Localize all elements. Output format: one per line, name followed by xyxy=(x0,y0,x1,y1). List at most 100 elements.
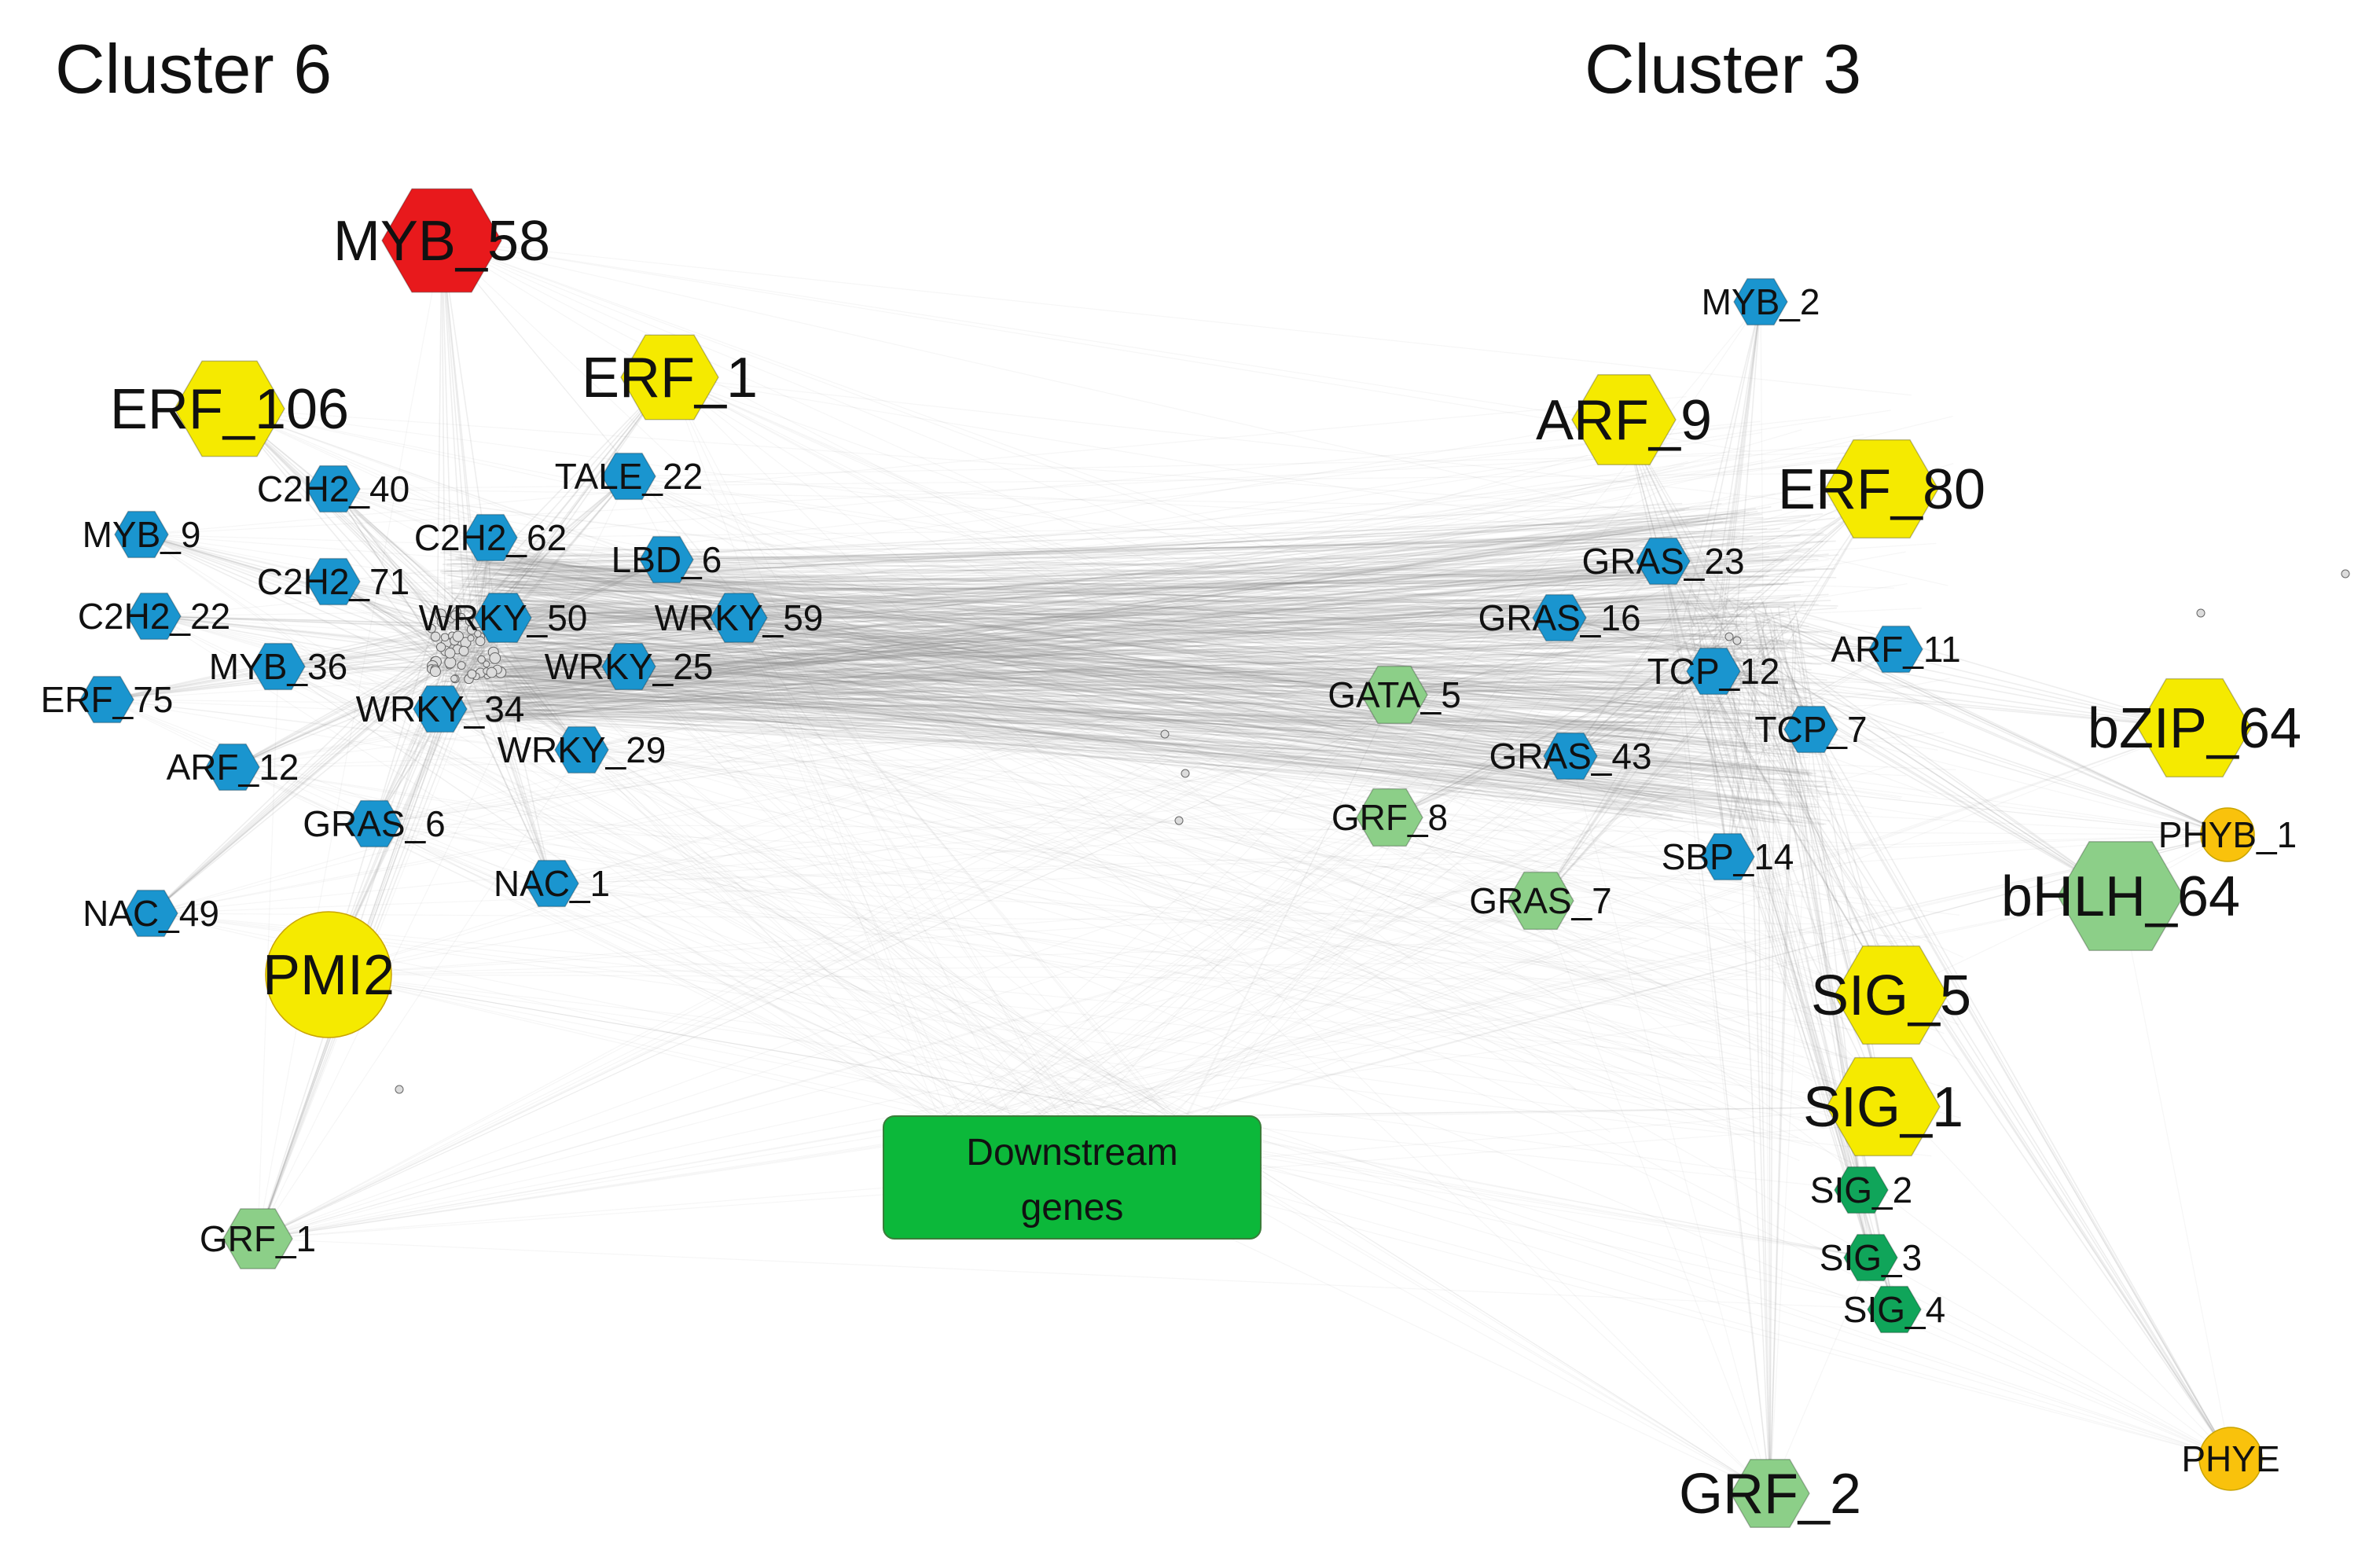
cross-edge xyxy=(106,605,1658,700)
cluster-6-edge xyxy=(153,615,457,625)
cluster-3-edge xyxy=(1540,643,1779,902)
cross-edge xyxy=(581,468,1893,751)
inter-cluster-edge xyxy=(461,568,1833,581)
cross-edge xyxy=(738,542,1937,619)
inter-cluster-edge xyxy=(474,658,1640,692)
downstream-edge xyxy=(1074,856,1728,1120)
inter-cluster-edge xyxy=(511,692,1775,806)
cluster-6-edge xyxy=(232,647,446,768)
downstream-edge xyxy=(1164,834,2228,1120)
downstream-edge xyxy=(581,749,935,1120)
cross-edge xyxy=(628,666,1800,1162)
inter-cluster-edge xyxy=(461,632,1835,718)
cross-edge xyxy=(628,476,1702,533)
cross-edge xyxy=(738,536,1576,619)
cross-edge xyxy=(628,476,1813,664)
node-shape xyxy=(1532,593,1587,642)
cross-edge xyxy=(666,559,1852,1032)
outlier-edge xyxy=(257,488,1882,1240)
inter-cluster-edge xyxy=(452,656,1817,742)
outlier-edge xyxy=(373,823,2228,836)
inter-cluster-edge xyxy=(478,608,1822,752)
downstream-edge xyxy=(551,883,1133,1120)
downstream-edge xyxy=(971,817,1390,1120)
node-label: GRF_1 xyxy=(200,1218,316,1259)
outlier-edge xyxy=(257,617,1560,1240)
downstream-edge xyxy=(1050,670,1714,1120)
node-shape xyxy=(265,911,392,1038)
inter-cluster-edge xyxy=(445,559,1783,690)
downstream-edge xyxy=(669,376,1013,1120)
cluster-3-edge xyxy=(1679,672,1771,1494)
inter-cluster-edge xyxy=(462,549,1678,808)
inter-cluster-edge xyxy=(468,520,1706,708)
node-myb9: MYB_9 xyxy=(83,510,200,559)
downstream-edge xyxy=(738,617,940,1120)
minor-node xyxy=(1174,816,1184,825)
cluster-6-edge xyxy=(332,488,483,625)
cluster-6-edge xyxy=(373,649,439,825)
minor-node xyxy=(1724,632,1734,641)
cluster-3-edge xyxy=(1753,656,1771,1494)
downstream-edge xyxy=(1148,1118,1871,1258)
minor-node xyxy=(457,661,466,670)
inter-cluster-edge xyxy=(493,695,1766,730)
inter-cluster-edge xyxy=(442,669,1811,809)
cross-edge xyxy=(738,617,1942,1097)
cross-edge xyxy=(332,581,1754,601)
cluster-6-edge xyxy=(441,240,479,623)
inter-cluster-edge xyxy=(470,645,1679,719)
inter-cluster-edge xyxy=(516,556,1677,725)
inter-cluster-edge xyxy=(463,670,1688,758)
cluster-6-edge xyxy=(497,648,553,884)
inter-cluster-edge xyxy=(478,682,1673,817)
inter-cluster-edge xyxy=(477,601,1696,630)
inter-cluster-edge xyxy=(455,643,1658,659)
inter-cluster-edge xyxy=(445,618,1682,641)
minor-node xyxy=(467,634,475,642)
inter-cluster-edge xyxy=(442,659,1820,809)
node-nac49: NAC_49 xyxy=(83,889,219,938)
inter-cluster-edge xyxy=(488,630,1832,672)
cross-edge xyxy=(332,488,1905,1097)
cross-edge xyxy=(232,766,1813,1147)
cluster-6-edge xyxy=(446,653,553,884)
inter-cluster-edge xyxy=(472,566,1827,681)
cluster-3-edge xyxy=(1685,647,1892,996)
inter-cluster-edge xyxy=(518,598,1643,718)
inter-cluster-edge xyxy=(505,665,1714,749)
downstream-edge xyxy=(1170,560,1664,1120)
cluster-3-edge xyxy=(1694,613,1862,1191)
inter-cluster-edge xyxy=(464,540,1824,703)
downstream-edge xyxy=(1141,1118,1871,1258)
inter-cluster-edge xyxy=(440,567,1680,619)
downstream-edge xyxy=(1082,727,2195,1120)
node-shape xyxy=(1507,871,1574,931)
cross-edge xyxy=(373,823,1653,976)
downstream-edge xyxy=(1124,729,1812,1120)
minor-node xyxy=(467,669,477,679)
cross-edge xyxy=(628,658,1706,667)
downstream-edge xyxy=(1170,1106,1884,1120)
node-bhlh64: bHLH_64 xyxy=(2001,840,2240,952)
inter-cluster-edge xyxy=(452,630,1737,636)
cluster-3-edge xyxy=(1769,634,1797,1494)
inter-cluster-edge xyxy=(483,508,1690,661)
cluster-6-edge xyxy=(229,408,494,628)
node-shape xyxy=(1843,1233,1898,1282)
inter-cluster-edge xyxy=(459,584,1728,727)
cluster-6-edge xyxy=(373,664,478,825)
cross-edge xyxy=(666,424,1741,560)
node-shape xyxy=(123,889,178,938)
inter-cluster-edge xyxy=(490,575,1665,723)
inter-cluster-edge xyxy=(470,606,1638,615)
cluster-3-edge xyxy=(1727,676,1788,858)
cross-edge xyxy=(153,615,1761,1043)
cross-edge xyxy=(490,537,1718,757)
inter-cluster-edge xyxy=(494,634,1660,790)
cluster-6-edge xyxy=(141,534,441,677)
inter-cluster-edge xyxy=(505,567,1721,743)
downstream-edge xyxy=(1105,900,1541,1120)
inter-cluster-edge xyxy=(450,709,1740,770)
inter-cluster-edge xyxy=(441,695,1662,725)
